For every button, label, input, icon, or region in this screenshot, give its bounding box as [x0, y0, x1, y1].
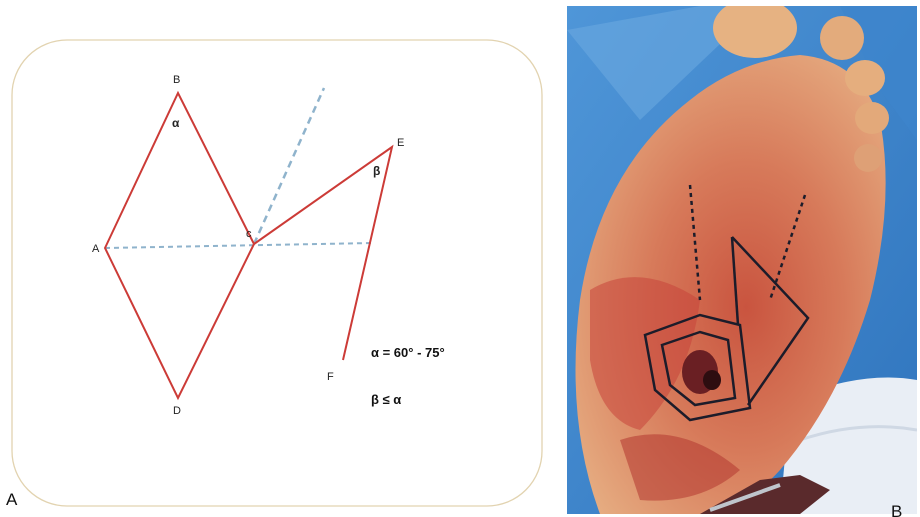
flap-outline: [254, 147, 392, 360]
panel-a-label: A: [6, 490, 18, 509]
formula-alpha-range: α = 60° - 75°: [371, 345, 445, 360]
panel-a: A B c D E F α β α = 60° - 75° β ≤ α A: [6, 40, 542, 509]
panel-b-label: B: [891, 502, 902, 517]
toe-4: [855, 102, 889, 134]
point-label-c: c: [246, 228, 252, 240]
panel-b-photo: [567, 0, 917, 514]
angle-alpha-label: α: [172, 116, 180, 130]
angle-beta-label: β: [373, 164, 380, 178]
point-label-b: B: [173, 74, 180, 86]
point-label-d: D: [173, 405, 181, 417]
point-label-a: A: [92, 243, 100, 255]
toe-5: [854, 144, 882, 172]
toe-1: [713, 0, 797, 58]
formula-beta-constraint: β ≤ α: [371, 392, 401, 407]
point-label-f: F: [327, 371, 334, 383]
toe-2: [820, 16, 864, 60]
point-label-e: E: [397, 137, 404, 149]
diagram-frame: [12, 40, 542, 506]
horizontal-axis-line: [105, 243, 372, 248]
toe-3: [845, 60, 885, 96]
